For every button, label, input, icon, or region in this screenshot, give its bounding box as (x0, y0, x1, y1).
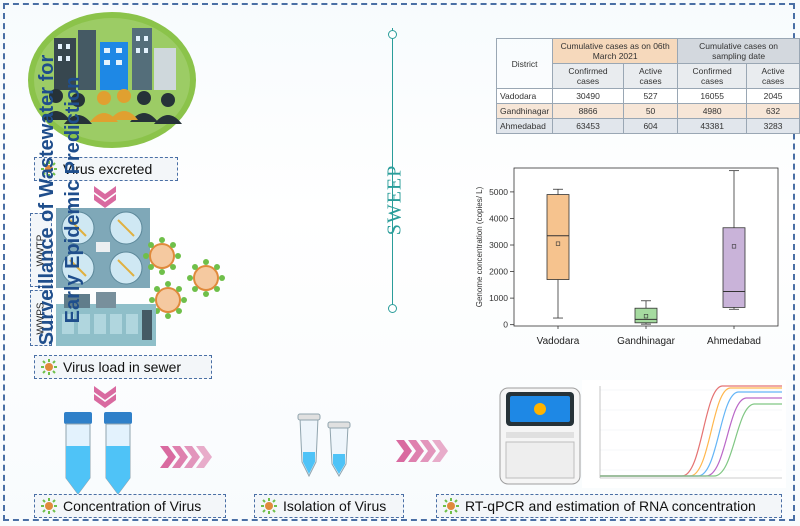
pcr-machine-illustration (499, 387, 581, 485)
x-tick-label: Ahmedabad (707, 336, 761, 347)
arrow-right-icon (160, 446, 212, 468)
table-cell-district: Vadodara (495, 88, 554, 104)
genome-concentration-boxplot: 0 1000 2000 3000 4000 5000 Genome concentratio… (475, 167, 779, 347)
divider-dot-top (388, 30, 397, 39)
table-header-group-1: Cumulative cases as on 06th March 2021 (552, 38, 679, 64)
y-tick-label: 3000 (489, 240, 508, 250)
title-divider-line (392, 28, 393, 310)
stage-virus-excreted: Virus excreted (34, 157, 178, 181)
box-mean-marker (643, 314, 649, 319)
page-title: Surveillance of Wastewater for Early Epi… (34, 20, 86, 380)
table-cell-district: Gandhinagar (495, 103, 554, 119)
x-tick-label: Vadodara (537, 336, 580, 347)
stage-isolation-label: Isolation of Virus (283, 498, 387, 514)
title-line-1: Surveillance of Wastewater for (36, 54, 58, 346)
x-tick-label: Gandhinagar (617, 336, 675, 347)
y-tick-label: 2000 (489, 267, 508, 277)
stage-concentration-label: Concentration of Virus (63, 498, 202, 514)
arrow-down-icon (94, 386, 116, 408)
virus-icon (261, 498, 277, 514)
box-iqr (634, 307, 658, 324)
table-cell: 2045 (746, 88, 800, 104)
title-line-2: Early Epidemic Prediction (62, 76, 84, 324)
table-subheader: Confirmed cases (552, 63, 624, 89)
centrifuge-tubes-illustration (64, 412, 132, 495)
stage-virus-load-sewer-label: Virus load in sewer (63, 359, 182, 375)
table-row: Ahmedabad 63453 604 43381 3283 (495, 118, 800, 134)
table-header-district: District (495, 38, 554, 89)
divider-dot-bottom (388, 304, 397, 313)
table-row: Gandhinagar 8866 50 4980 632 (495, 103, 800, 119)
y-tick-label: 4000 (489, 213, 508, 223)
cases-table: District Cumulative cases as on 06th Mar… (495, 38, 800, 134)
y-axis-label: Genome concentration (copies/ L) (475, 186, 484, 307)
virus-icon (41, 498, 57, 514)
table-cell: 16055 (677, 88, 748, 104)
box-iqr (722, 227, 746, 308)
box-mean-marker (555, 241, 561, 246)
table-cell: 3283 (746, 118, 800, 134)
box-mean-marker (731, 244, 737, 249)
wwtp-label: WWTP (30, 213, 52, 287)
wwps-label: WWPS (30, 290, 52, 346)
stage-isolation: Isolation of Virus (254, 494, 404, 518)
y-tick-label: 1000 (489, 293, 508, 303)
table-cell: 43381 (677, 118, 748, 134)
table-subheader: Active cases (746, 63, 800, 89)
virus-icon (443, 498, 459, 514)
virus-icon (41, 161, 57, 177)
stage-rtqpcr-label: RT-qPCR and estimation of RNA concentrat… (465, 498, 756, 514)
table-cell: 527 (622, 88, 679, 104)
amplification-curves (582, 380, 786, 488)
microtubes-illustration (297, 413, 351, 478)
y-tick-label: 0 (503, 320, 508, 330)
stage-virus-load-sewer: Virus load in sewer (34, 355, 212, 379)
treatment-plant-illustration (56, 208, 150, 288)
table-subheader: Confirmed cases (677, 63, 748, 89)
table-cell: 63453 (552, 118, 624, 134)
table-cell: 30490 (552, 88, 624, 104)
box-iqr (546, 194, 570, 280)
y-tick-label: 5000 (489, 187, 508, 197)
stage-rtqpcr: RT-qPCR and estimation of RNA concentrat… (436, 494, 782, 518)
city-population-illustration (28, 12, 196, 148)
acronym-label: SWEEP (383, 164, 406, 236)
stage-virus-excreted-label: Virus excreted (63, 161, 153, 177)
table-subheader: Active cases (622, 63, 679, 89)
table-cell-district: Ahmedabad (495, 118, 554, 134)
table-row: Vadodara 30490 527 16055 2045 (495, 88, 800, 104)
table-cell: 8866 (552, 103, 624, 119)
arrow-right-icon (396, 440, 448, 462)
table-cell: 632 (746, 103, 800, 119)
table-cell: 604 (622, 118, 679, 134)
table-cell: 4980 (677, 103, 748, 119)
arrow-down-icon (94, 186, 116, 208)
pumping-station-illustration (56, 292, 156, 346)
stage-concentration: Concentration of Virus (34, 494, 226, 518)
table-cell: 50 (622, 103, 679, 119)
outer-dashed-frame (3, 3, 795, 521)
table-header-group-2: Cumulative cases on sampling date (677, 38, 800, 64)
virus-icon (41, 359, 57, 375)
